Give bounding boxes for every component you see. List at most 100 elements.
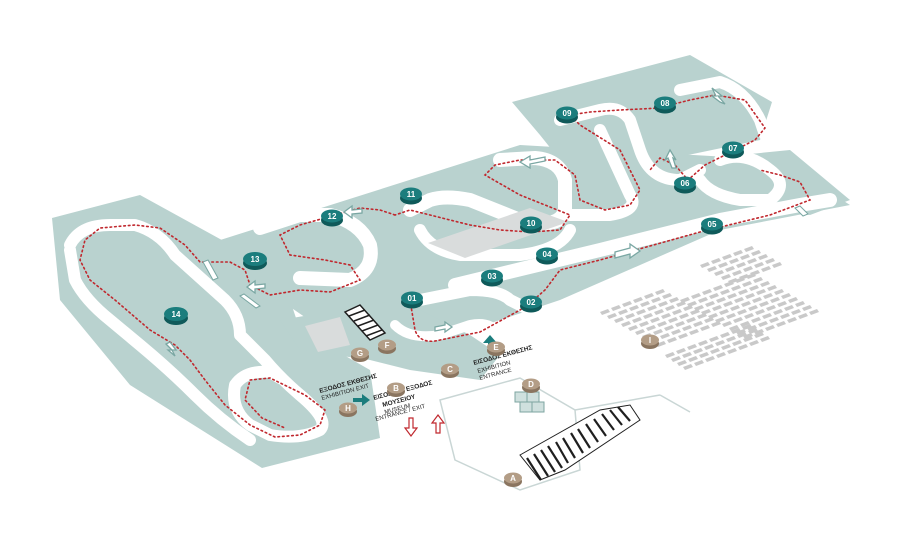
seat <box>704 317 714 323</box>
stop-marker-05[interactable]: 05 <box>701 217 723 235</box>
seat <box>676 348 686 354</box>
point-markers: A B C D E F G H <box>339 334 659 488</box>
stop-label-12: 12 <box>328 212 337 221</box>
seat <box>636 309 646 315</box>
seat <box>683 364 693 370</box>
stop-label-05: 05 <box>708 220 717 229</box>
point-marker-G[interactable]: G <box>351 347 369 363</box>
exhibition-exit-arrow <box>353 394 370 406</box>
seat <box>698 297 708 303</box>
route-arrows <box>164 87 726 357</box>
seat <box>699 352 709 358</box>
seat <box>705 356 715 362</box>
seat <box>709 336 719 342</box>
stop-marker-04[interactable]: 04 <box>536 247 558 265</box>
seat <box>683 305 693 311</box>
seat <box>647 305 657 311</box>
seat <box>705 301 715 307</box>
stop-marker-03[interactable]: 03 <box>481 269 503 287</box>
seat <box>682 325 692 331</box>
stop-label-02: 02 <box>527 298 536 307</box>
seat <box>712 305 722 311</box>
seat <box>736 329 746 335</box>
stop-marker-06[interactable]: 06 <box>674 176 696 194</box>
seat <box>698 340 708 346</box>
point-marker-I[interactable]: I <box>641 334 659 350</box>
seat <box>689 329 699 335</box>
walls <box>202 205 809 309</box>
seat <box>809 309 819 315</box>
stop-label-14: 14 <box>172 310 181 319</box>
seat <box>622 301 632 307</box>
stop-label-10: 10 <box>527 219 536 228</box>
stop-marker-11[interactable]: 11 <box>400 187 422 205</box>
seat <box>759 301 769 307</box>
stop-marker-07[interactable]: 07 <box>722 141 744 159</box>
seat <box>737 332 747 338</box>
seat <box>726 313 736 319</box>
point-marker-H[interactable]: H <box>339 402 357 418</box>
stop-marker-10[interactable]: 10 <box>520 216 542 234</box>
point-marker-D[interactable]: D <box>522 378 540 394</box>
seat <box>693 348 703 354</box>
stop-marker-01[interactable]: 01 <box>401 291 423 309</box>
stop-marker-13[interactable]: 13 <box>243 252 267 270</box>
seat <box>795 301 805 307</box>
point-label-B: B <box>393 384 399 393</box>
seat <box>754 329 764 335</box>
seat <box>707 266 717 272</box>
point-marker-B[interactable]: B <box>387 382 405 398</box>
seat <box>650 317 660 323</box>
seat <box>709 293 719 299</box>
seat <box>625 313 635 319</box>
seat <box>662 293 672 299</box>
seat <box>737 309 747 315</box>
stop-marker-12[interactable]: 12 <box>321 209 343 227</box>
point-marker-A[interactable]: A <box>504 472 522 488</box>
seat <box>762 313 772 319</box>
stop-marker-08[interactable]: 08 <box>654 96 676 114</box>
seat <box>781 293 791 299</box>
stop-marker-09[interactable]: 09 <box>556 106 578 124</box>
stop-marker-14[interactable]: 14 <box>164 307 188 325</box>
seat <box>661 313 671 319</box>
seat <box>667 337 677 343</box>
seat <box>748 305 758 311</box>
seat <box>694 305 704 311</box>
seat <box>798 313 808 319</box>
seat <box>776 321 786 327</box>
seat <box>756 289 766 295</box>
point-label-F: F <box>385 341 390 350</box>
seat <box>711 258 721 264</box>
seat <box>741 301 751 307</box>
point-marker-C[interactable]: C <box>441 363 459 379</box>
point-label-A: A <box>510 474 516 483</box>
seat <box>730 305 740 311</box>
seat <box>657 321 667 327</box>
visitor-route <box>79 94 812 438</box>
seat <box>751 317 761 323</box>
seat <box>736 262 746 268</box>
stop-marker-02[interactable]: 02 <box>520 295 542 313</box>
point-marker-F[interactable]: F <box>378 339 396 355</box>
seat <box>772 262 782 268</box>
seat <box>720 332 730 338</box>
seat <box>691 293 701 299</box>
seat <box>754 262 764 268</box>
seat <box>738 289 748 295</box>
seat <box>687 344 697 350</box>
seat <box>700 325 710 331</box>
seat <box>751 250 761 256</box>
point-marker-E[interactable]: E <box>487 341 505 357</box>
kiosk <box>514 391 545 413</box>
seat <box>720 289 730 295</box>
seat <box>701 309 711 315</box>
seat <box>727 293 737 299</box>
seat <box>654 309 664 315</box>
seat <box>671 329 681 335</box>
seat <box>761 266 771 272</box>
seat <box>675 321 685 327</box>
seat <box>740 254 750 260</box>
